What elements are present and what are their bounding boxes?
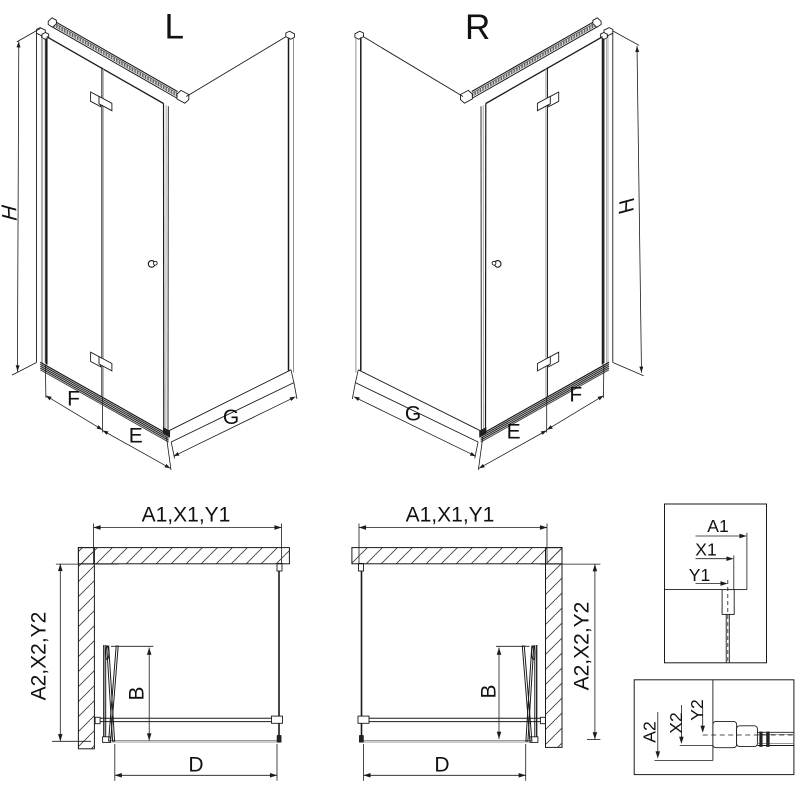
svg-text:Y1: Y1 [689, 565, 710, 585]
svg-text:A1,X1,Y1: A1,X1,Y1 [142, 504, 231, 527]
svg-text:A2,X2,Y2: A2,X2,Y2 [28, 612, 51, 701]
svg-text:D: D [434, 754, 449, 777]
svg-text:R: R [465, 8, 490, 47]
svg-text:H: H [615, 195, 640, 217]
svg-text:A1,X1,Y1: A1,X1,Y1 [406, 504, 495, 527]
svg-text:D: D [188, 754, 203, 777]
svg-text:B: B [126, 686, 149, 700]
svg-text:F: F [569, 384, 582, 407]
svg-text:A2,X2,Y2: A2,X2,Y2 [571, 602, 594, 691]
svg-text:E: E [507, 421, 521, 444]
svg-text:G: G [223, 406, 239, 429]
svg-text:A1: A1 [707, 516, 728, 536]
svg-text:B: B [478, 684, 501, 698]
svg-text:X1: X1 [695, 540, 716, 560]
svg-text:L: L [165, 7, 184, 46]
svg-text:G: G [405, 403, 421, 426]
svg-text:H: H [0, 202, 22, 224]
svg-text:Y2: Y2 [687, 699, 707, 720]
svg-text:F: F [67, 388, 80, 411]
svg-text:E: E [129, 425, 143, 448]
svg-text:X2: X2 [666, 712, 686, 733]
svg-text:A2: A2 [640, 721, 660, 742]
